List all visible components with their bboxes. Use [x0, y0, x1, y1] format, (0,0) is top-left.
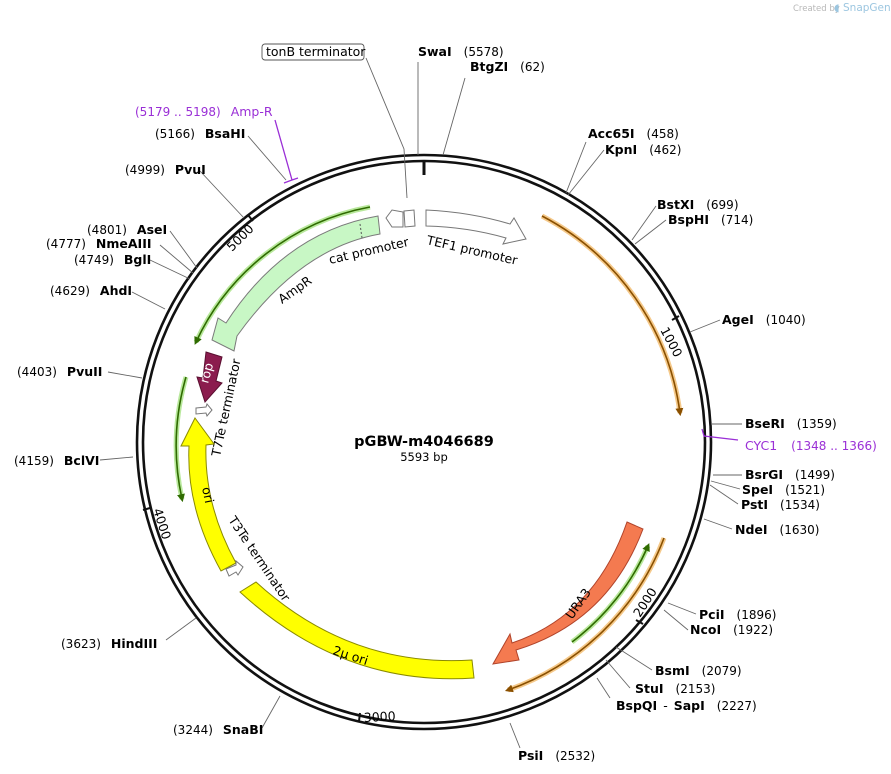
site-snabi[interactable]: (3244)SnaBI: [173, 722, 263, 737]
site-swai[interactable]: SwaI(5578): [418, 44, 504, 59]
rop-label: rop: [196, 361, 216, 385]
site-hindiii[interactable]: (3623)HindIII: [61, 636, 157, 651]
site-nmeaiii[interactable]: (4777)NmeAIII: [46, 236, 152, 251]
leader-bsmi: [615, 646, 653, 671]
orf-arc-top-right-glow: [540, 213, 683, 414]
site-bsahi[interactable]: (5166)BsaHI: [155, 126, 245, 141]
tef1-promoter-feature[interactable]: [425, 209, 527, 245]
leader-bclvi: [99, 456, 134, 461]
plasmid-name: pGBW-m4046689: [354, 434, 494, 450]
site-bsmi[interactable]: BsmI(2079): [655, 663, 742, 678]
tonb-terminator-feature[interactable]: [403, 209, 416, 228]
leader-ahdi: [131, 291, 166, 310]
credit-created-by: Created by: [793, 4, 840, 14]
leader-nmeaiii: [159, 244, 194, 274]
leader-ndei: [703, 518, 733, 530]
site-bclvi[interactable]: (4159)BclVI: [14, 453, 99, 468]
site-leaders: [99, 57, 742, 749]
two-mu-ori-feature[interactable]: [239, 581, 475, 680]
site-bgli[interactable]: (4749)BglI: [74, 252, 151, 267]
site-stui[interactable]: StuI(2153): [635, 681, 715, 696]
primer-cyc1[interactable]: CYC1(1348 .. 1366): [745, 438, 877, 453]
leader-btgzi: [442, 77, 466, 156]
leader-kpni: [567, 149, 605, 196]
orf-arc-bottom-right: [504, 537, 665, 693]
site-psii[interactable]: PsiI(2532): [518, 748, 595, 763]
leader-psti: [709, 484, 739, 505]
orf-arc-top-right: [541, 215, 684, 417]
t7te-terminator-feature[interactable]: [195, 402, 213, 418]
site-psti[interactable]: PstI(1534): [741, 497, 820, 512]
cyc1-primer-mark: [701, 428, 739, 441]
site-btgzi[interactable]: BtgZI(62): [470, 59, 545, 74]
leader-pcii: [667, 602, 697, 615]
backbone-outer: [135, 153, 713, 731]
ampr-primer-mark: [274, 119, 299, 184]
leader-agei: [689, 319, 721, 333]
credit-brand: SnapGene: [843, 2, 891, 14]
site-bsphi[interactable]: BspHI(714): [668, 212, 753, 227]
site-bsrgi[interactable]: BsrGI(1499): [745, 467, 835, 482]
primer-ampr[interactable]: (5179 .. 5198)Amp-R: [135, 104, 273, 119]
leader-bgli: [149, 259, 191, 280]
tick-label-5000: 5000: [224, 221, 257, 254]
leader-pvuii: [107, 371, 143, 379]
t3te-terminator-feature[interactable]: [225, 559, 244, 577]
cat-promoter-feature[interactable]: [385, 209, 404, 228]
ori-label: ori: [199, 486, 217, 505]
site-agei[interactable]: AgeI(1040): [722, 312, 806, 327]
site-ncoi[interactable]: NcoI(1922): [690, 622, 773, 637]
leader-bspqi: [596, 677, 611, 699]
orf-arc-ampr: [194, 206, 371, 345]
two-mu-ori-label: 2µ ori: [331, 643, 370, 668]
position-ticks: [142, 214, 680, 722]
tick-label-3000: 3000: [363, 708, 396, 725]
rop-feature[interactable]: [196, 351, 223, 403]
ampr-feature[interactable]: [211, 215, 381, 352]
site-kpni[interactable]: KpnI(462): [605, 142, 681, 157]
site-pcii[interactable]: PciI(1896): [699, 607, 776, 622]
orf-arc-ura3: [571, 543, 650, 643]
leader-snabi: [261, 695, 281, 729]
snapgene-logo-icon: ◖: [834, 2, 840, 14]
leader-bstxi: [631, 205, 657, 241]
tonb-terminator-label: tonB terminator: [266, 44, 366, 59]
leader-spei: [710, 480, 741, 490]
site-ndei[interactable]: NdeI(1630): [735, 522, 819, 537]
site-asei[interactable]: (4801)AseI: [87, 222, 167, 237]
site-spei[interactable]: SpeI(1521): [742, 482, 825, 497]
leader-psii: [509, 722, 521, 749]
orf-arc-left: [175, 376, 187, 503]
site-acc65i[interactable]: Acc65I(458): [588, 126, 679, 141]
ori-feature[interactable]: [180, 417, 237, 572]
tonb-terminator-label-box: [261, 43, 365, 61]
tick-2000: [635, 619, 644, 625]
leader-bsphi: [634, 219, 667, 245]
plasmid-size: 5593 bp: [400, 450, 448, 464]
tick-1000: [671, 315, 680, 321]
leader-asei: [169, 230, 198, 269]
ura3-feature[interactable]: [492, 521, 644, 665]
leader-stui: [605, 659, 631, 689]
site-ahdi[interactable]: (4629)AhdI: [50, 283, 132, 298]
site-bseri[interactable]: BseRI(1359): [745, 416, 837, 431]
site-bspqi-sapi[interactable]: BspQI-SapI(2227): [616, 698, 757, 713]
tick-3000: [358, 712, 361, 722]
tick-4000: [142, 507, 151, 511]
leader-bsahi: [247, 135, 287, 181]
leader-acc65i: [565, 141, 587, 194]
site-bstxi[interactable]: BstXI(699): [657, 197, 739, 212]
site-pvui[interactable]: (4999)PvuI: [125, 162, 206, 177]
tick-5000: [247, 214, 254, 222]
leader-ncoi: [663, 609, 689, 631]
site-pvuii[interactable]: (4403)PvuII: [17, 364, 102, 379]
leader-pvui: [199, 170, 245, 219]
leader-tonb: [365, 57, 408, 199]
leader-hindiii: [165, 617, 197, 641]
